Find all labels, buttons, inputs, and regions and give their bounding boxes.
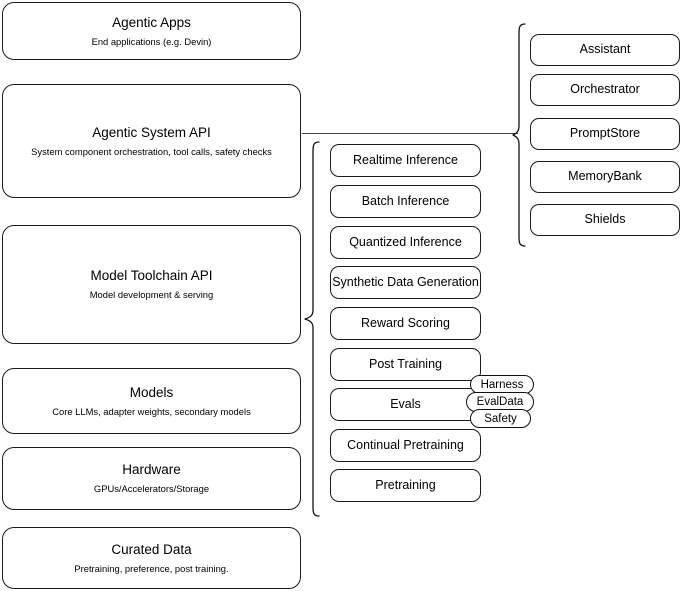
layer-box-agentic-apps[interactable]: Agentic Apps End applications (e.g. Devi… — [2, 2, 301, 60]
layer-title: Curated Data — [111, 541, 192, 557]
layer-subtitle: Core LLMs, adapter weights, secondary mo… — [52, 405, 251, 417]
layer-title: Hardware — [122, 462, 181, 478]
capability-box-synthetic-data-generation[interactable]: Synthetic Data Generation — [330, 266, 481, 299]
eval-pill-label: Safety — [484, 412, 517, 425]
capability-label: Evals — [390, 396, 421, 411]
layer-subtitle: Pretraining, preference, post training. — [74, 562, 229, 574]
component-label: Orchestrator — [570, 82, 640, 97]
capability-label: Post Training — [369, 356, 442, 371]
layer-subtitle: System component orchestration, tool cal… — [31, 145, 272, 157]
component-box-orchestrator[interactable]: Orchestrator — [530, 74, 680, 106]
capability-label: Reward Scoring — [361, 315, 450, 330]
layer-box-hardware[interactable]: Hardware GPUs/Accelerators/Storage — [2, 447, 301, 510]
capability-label: Realtime Inference — [353, 152, 458, 167]
capability-label: Pretraining — [375, 477, 436, 492]
brace-model-toolchain-capabilities — [304, 140, 320, 518]
component-box-memorybank[interactable]: MemoryBank — [530, 161, 680, 193]
capability-label: Continual Pretraining — [347, 437, 464, 452]
eval-pill-evaldata[interactable]: EvalData — [466, 392, 534, 412]
layer-title: Models — [129, 384, 174, 400]
capability-label: Synthetic Data Generation — [332, 274, 479, 289]
capability-label: Batch Inference — [361, 193, 450, 208]
eval-pill-safety[interactable]: Safety — [470, 409, 531, 428]
layer-box-agentic-system-api[interactable]: Agentic System API System component orch… — [2, 84, 301, 198]
capability-box-quantized-inference[interactable]: Quantized Inference — [330, 226, 481, 259]
capability-box-reward-scoring[interactable]: Reward Scoring — [330, 307, 481, 340]
layer-title: Agentic Apps — [112, 14, 191, 30]
layer-subtitle: GPUs/Accelerators/Storage — [93, 483, 210, 495]
capability-box-pretraining[interactable]: Pretraining — [330, 469, 481, 502]
capability-box-continual-pretraining[interactable]: Continual Pretraining — [330, 429, 481, 462]
capability-box-evals[interactable]: Evals — [330, 388, 481, 421]
layer-title: Agentic System API — [92, 124, 211, 140]
capability-box-realtime-inference[interactable]: Realtime Inference — [330, 144, 481, 177]
component-label: MemoryBank — [568, 169, 642, 184]
eval-pill-label: Harness — [480, 378, 524, 391]
component-label: PromptStore — [569, 126, 641, 141]
capability-box-batch-inference[interactable]: Batch Inference — [330, 185, 481, 218]
component-box-assistant[interactable]: Assistant — [530, 34, 680, 66]
layer-subtitle: End applications (e.g. Devin) — [91, 35, 212, 47]
component-label: Shields — [584, 212, 626, 227]
connector-agentic-system-api-to-components — [302, 133, 518, 135]
eval-pill-label: EvalData — [476, 396, 524, 408]
capability-box-post-training[interactable]: Post Training — [330, 348, 481, 381]
layer-subtitle: Model development & serving — [89, 289, 214, 301]
brace-agentic-system-components — [512, 22, 526, 248]
component-box-shields[interactable]: Shields — [530, 204, 680, 236]
capability-label: Quantized Inference — [349, 234, 462, 249]
component-label: Assistant — [579, 42, 631, 57]
layer-box-curated-data[interactable]: Curated Data Pretraining, preference, po… — [2, 527, 301, 589]
component-box-promptstore[interactable]: PromptStore — [530, 118, 680, 150]
layer-title: Model Toolchain API — [90, 268, 213, 284]
layer-box-models[interactable]: Models Core LLMs, adapter weights, secon… — [2, 368, 301, 434]
layer-box-model-toolchain-api[interactable]: Model Toolchain API Model development & … — [2, 225, 301, 344]
